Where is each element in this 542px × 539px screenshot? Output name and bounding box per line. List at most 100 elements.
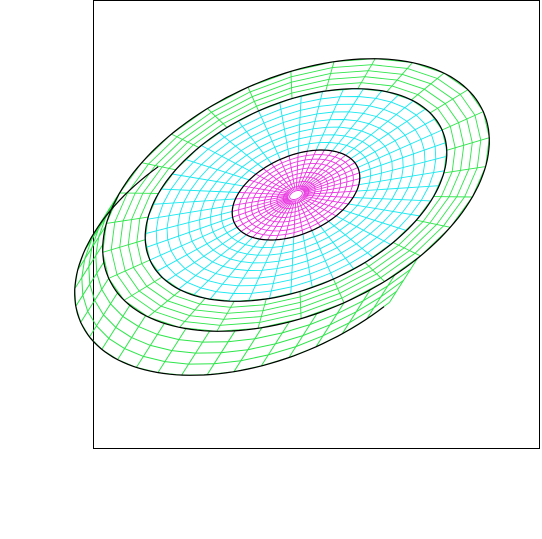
side-wall-ring-line [94, 300, 104, 316]
side-wall-ring-line [268, 346, 297, 356]
side-wall-ring-line [380, 279, 404, 298]
inner-radial-line [279, 159, 295, 191]
inner-radial-line [303, 172, 360, 193]
middle-radial-line [331, 90, 383, 152]
inner-radial-line [300, 150, 333, 190]
middle-radial-line [306, 91, 324, 152]
inner-radial-line [293, 200, 297, 237]
middle-radial-line [354, 118, 436, 164]
outer-radial-line [171, 133, 200, 148]
inner-radial-line [246, 199, 291, 236]
side-wall-ring-line [82, 295, 89, 312]
middle-radial-line [145, 216, 233, 248]
inner-radial-line [302, 162, 356, 192]
middle-radial-line [201, 145, 257, 175]
side-wall-vertical-line [288, 313, 318, 358]
outer-radial-line [416, 219, 451, 228]
inner-radial-line [297, 199, 313, 231]
inner-radial-line [255, 173, 292, 193]
region-outlines [74, 58, 490, 376]
side-wall-vertical-line [77, 225, 107, 271]
side-wall-ring-line [302, 324, 331, 337]
side-wall-ring-line [95, 237, 100, 256]
side-wall-vertical-line [117, 315, 147, 360]
middle-radial-line [166, 231, 242, 282]
middle-radial-line [193, 237, 253, 296]
side-wall-vertical-line [101, 305, 131, 350]
outer-radial-line [257, 298, 267, 329]
inner-radial-line [271, 163, 294, 192]
middle-radial-line [279, 102, 290, 156]
inner-radial-line [296, 151, 308, 190]
inner-radial-line [303, 167, 358, 193]
side-wall-ring-line [131, 337, 151, 346]
inner-radial-line [275, 200, 295, 240]
side-wall-ring-line [81, 259, 86, 278]
outer-radial-line [332, 278, 345, 303]
side-wall-ring-line [88, 248, 93, 267]
outer-radial-line [147, 289, 181, 318]
side-wall-ring-line [228, 338, 255, 343]
middle-radial-line [147, 204, 234, 220]
side-wall-vertical-line [206, 330, 236, 376]
side-wall-ring-line [88, 266, 91, 285]
outer-radial-line [392, 242, 421, 257]
inner-radial-line [297, 150, 317, 190]
side-wall-ring-line [84, 239, 92, 260]
side-wall-vertical-line [74, 244, 104, 289]
side-wall-ring-line [115, 326, 132, 339]
side-wall-ring-line [387, 268, 411, 287]
middle-radial-line [358, 170, 445, 186]
side-wall-vertical-line [135, 323, 165, 368]
outer-radial-line [102, 239, 146, 253]
middle-radial-line [320, 226, 355, 270]
side-wall-ring-line [348, 307, 375, 324]
inner-radial-line [284, 200, 296, 239]
outer-radial-line [429, 89, 469, 114]
side-wall-ring-line [247, 343, 276, 351]
outer-radial-line [207, 108, 228, 128]
side-wall-vertical-line [89, 292, 118, 338]
middle-radial-line [171, 173, 244, 187]
middle-radial-line [324, 88, 364, 151]
middle-radial-line [356, 185, 440, 192]
side-wall-ring-line [275, 335, 304, 345]
middle-radial-line [302, 234, 313, 288]
middle-radial-line [268, 238, 286, 299]
outer-radial-line [216, 301, 235, 332]
inner-radial-line [298, 198, 321, 227]
outer-edge-outline [102, 58, 490, 332]
side-wall-ring-line [124, 348, 144, 357]
side-wall-vertical-line [233, 327, 263, 372]
middle-radial-line [348, 203, 421, 217]
inner-radial-line [267, 200, 293, 241]
side-wall-ring-line [96, 325, 110, 339]
outer-radial-line [299, 291, 302, 319]
inner-radial-line [299, 149, 325, 190]
side-wall-ring-line [96, 273, 103, 290]
inner-radial-line [232, 197, 289, 218]
outer-radial-line [106, 216, 149, 224]
inner-radial-line [300, 197, 337, 217]
outer-radial-line [364, 262, 385, 282]
side-wall-ring-line [91, 228, 99, 249]
middle-radial-line [315, 88, 344, 151]
side-wall-vertical-line [80, 278, 110, 323]
middle-radial-line [248, 239, 277, 302]
side-wall-vertical-line [315, 302, 345, 348]
side-wall-ring-line [98, 217, 106, 238]
outer-radial-line [386, 62, 413, 92]
side-wall-ring-line [108, 337, 125, 350]
middle-radial-line [149, 222, 235, 261]
middle-radial-line [359, 155, 447, 180]
side-wall-ring-line [282, 324, 311, 334]
inner-radial-line [234, 197, 289, 223]
side-wall-ring-line [122, 315, 139, 328]
inner-radial-line [303, 178, 360, 194]
inner-radial-line [259, 200, 292, 240]
middle-radial-line [145, 210, 233, 235]
side-wall-ring-line [336, 300, 364, 315]
outer-radial-line [247, 87, 260, 112]
middle-radial-line [328, 221, 374, 258]
side-wall-vertical-line [341, 289, 371, 335]
